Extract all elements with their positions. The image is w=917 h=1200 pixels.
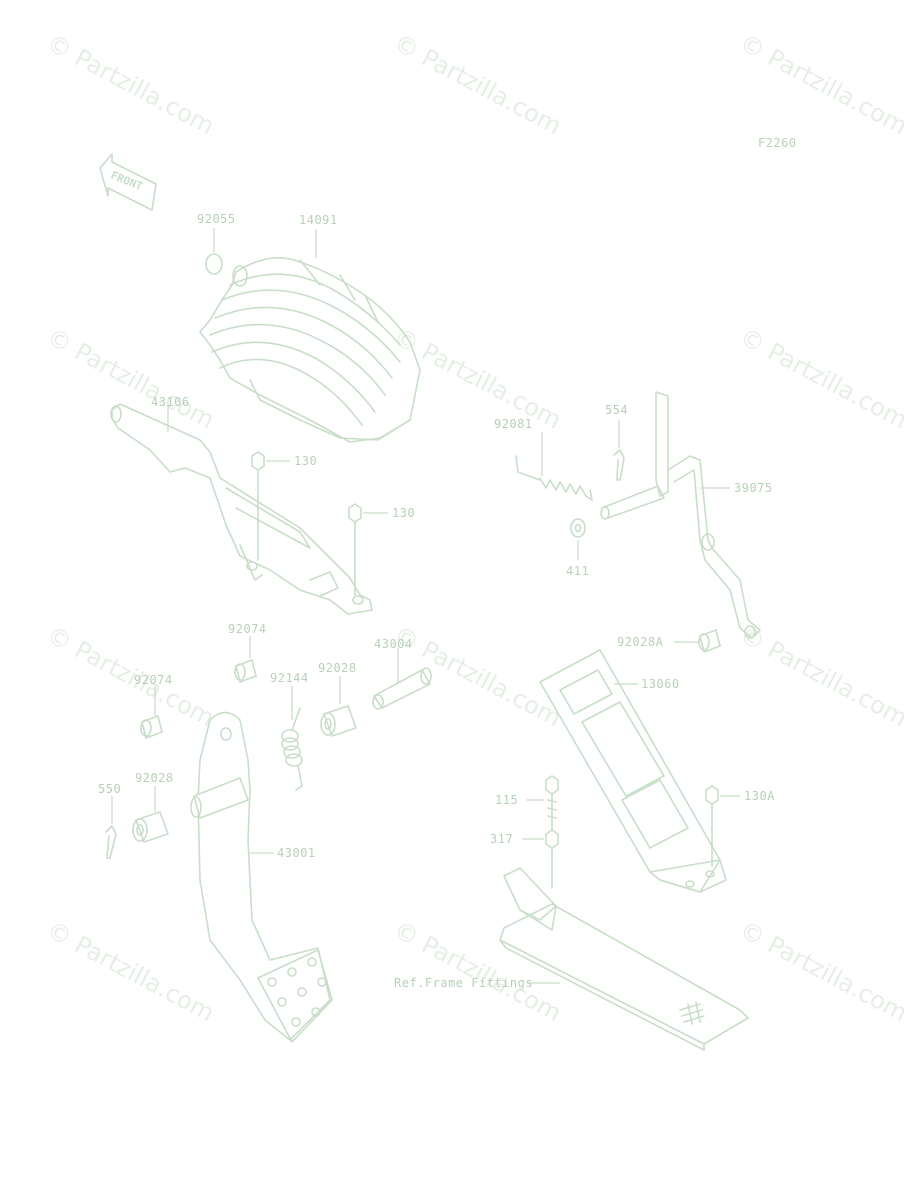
label-550: 550	[98, 782, 121, 796]
bushing-92074-lower: 92074	[134, 673, 173, 739]
front-label: FRONT	[109, 169, 145, 194]
label-ref-frame-fittings: Ref.Frame Fittings	[394, 976, 533, 990]
watermark: © Partzilla.com	[735, 621, 912, 733]
watermark: © Partzilla.com	[735, 29, 912, 141]
bushing-92028-lower: 92028	[132, 771, 174, 843]
cotter-pin-554: 554	[605, 403, 628, 481]
label-92074-upper: 92074	[228, 622, 267, 636]
label-43106: 43106	[151, 395, 190, 409]
watermark: © Partzilla.com	[42, 29, 219, 141]
pedal-arm-43001: 43001	[190, 711, 333, 1043]
label-130-lower: 130	[392, 506, 415, 520]
watermark: © Partzilla.com	[735, 323, 912, 435]
pedal-plate-13060: 13060	[539, 649, 727, 893]
label-130A: 130A	[744, 789, 775, 803]
washer-411: 411	[566, 518, 589, 578]
label-13060: 13060	[641, 677, 680, 691]
o-ring-92055: 92055	[197, 212, 236, 275]
label-92028A: 92028A	[617, 635, 664, 649]
front-arrow-icon: FRONT	[99, 153, 157, 211]
watermark: © Partzilla.com	[389, 323, 566, 435]
watermark: © Partzilla.com	[389, 916, 566, 1028]
boot-cover-14091: 14091	[199, 213, 421, 443]
grid-marking	[679, 1001, 705, 1025]
lever-43106: 43106	[110, 395, 373, 615]
spring-92081: 92081	[494, 417, 593, 501]
bushing-92074-upper: 92074	[228, 622, 267, 683]
bolt-115: 115	[495, 775, 559, 831]
label-411: 411	[566, 564, 589, 578]
bolt-130-upper: 130	[251, 451, 317, 561]
watermark: © Partzilla.com	[735, 916, 912, 1028]
label-92055: 92055	[197, 212, 236, 226]
watermark: © Partzilla.com	[42, 916, 219, 1028]
label-39075: 39075	[734, 481, 773, 495]
label-92028-upper: 92028	[318, 661, 357, 675]
label-92074-lower: 92074	[134, 673, 173, 687]
label-115: 115	[495, 793, 518, 807]
watermark: © Partzilla.com	[389, 29, 566, 141]
label-92144: 92144	[270, 671, 309, 685]
pin-43004: 43004	[372, 637, 432, 710]
frame-fittings: Ref.Frame Fittings	[394, 867, 749, 1051]
bushing-92028-upper: 92028	[318, 661, 357, 737]
diagram-code: F2260	[758, 136, 797, 150]
watermarks: © Partzilla.com © Partzilla.com © Partzi…	[42, 29, 912, 1028]
shaft-39075: 39075	[600, 391, 773, 639]
label-92028-lower: 92028	[135, 771, 174, 785]
cotter-pin-550: 550	[98, 782, 121, 859]
label-554: 554	[605, 403, 628, 417]
label-92081: 92081	[494, 417, 533, 431]
label-43001: 43001	[277, 846, 316, 860]
label-14091: 14091	[299, 213, 338, 227]
label-317: 317	[490, 832, 513, 846]
torsion-spring-92144: 92144	[270, 671, 309, 791]
bolt-130A: 130A	[705, 785, 775, 867]
watermark: © Partzilla.com	[42, 621, 219, 733]
bushing-92028A: 92028A	[617, 629, 721, 653]
bolt-130-lower: 130	[348, 503, 415, 596]
label-130-upper: 130	[294, 454, 317, 468]
label-43004: 43004	[374, 637, 413, 651]
watermark: © Partzilla.com	[42, 323, 219, 435]
nut-317: 317	[490, 829, 559, 889]
